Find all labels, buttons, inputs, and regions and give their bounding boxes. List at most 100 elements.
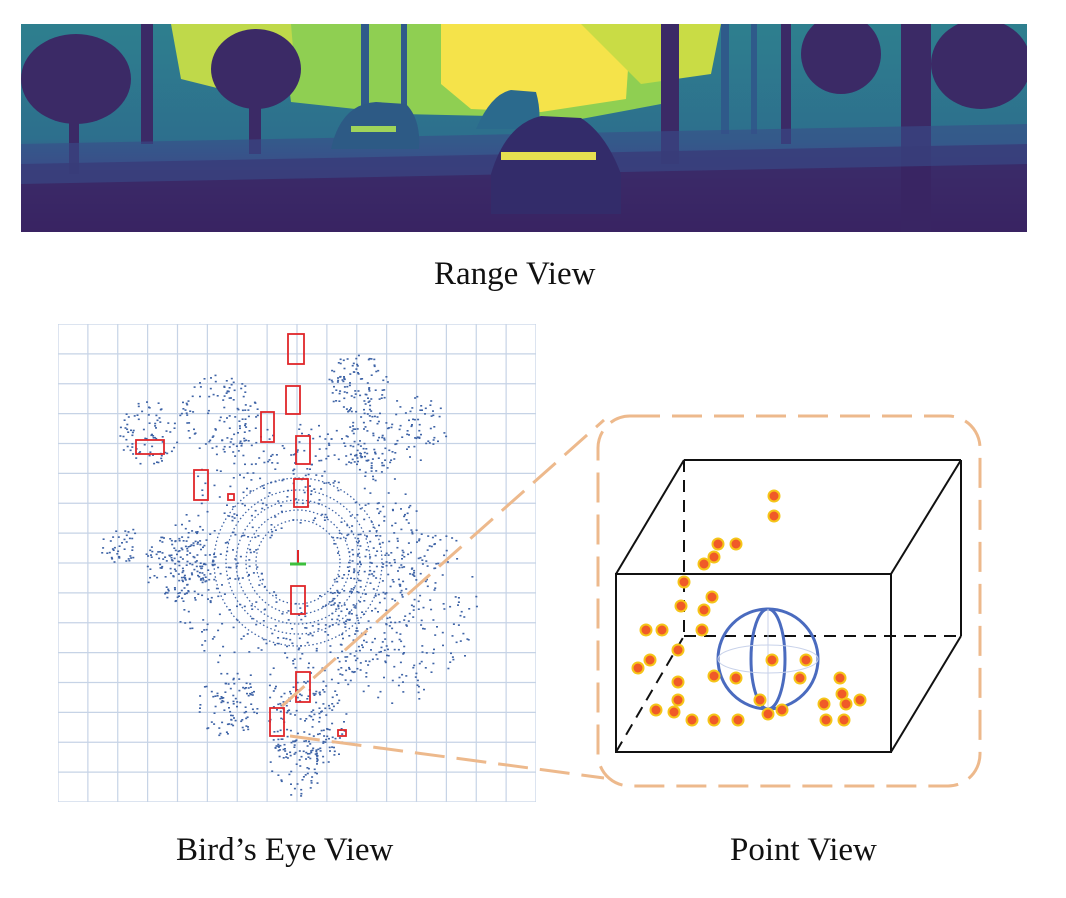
lidar-point [195, 565, 198, 568]
lidar-point [437, 440, 439, 443]
lidar-point [223, 512, 226, 514]
lidar-point [414, 397, 417, 399]
lidar-point [433, 589, 436, 591]
lidar-point [381, 641, 384, 643]
lidar-point [219, 553, 222, 555]
lidar-point [230, 714, 232, 717]
lidar-point [218, 734, 221, 737]
lidar-point [236, 407, 239, 410]
lidar-point [167, 588, 170, 591]
lidar-point [399, 661, 402, 664]
lidar-point [181, 571, 184, 574]
lidar-point [249, 551, 252, 554]
lidar-point [420, 405, 423, 407]
lidar-point [431, 536, 434, 539]
lidar-point [272, 706, 275, 708]
lidar-point [162, 558, 165, 560]
lidar-point [269, 696, 272, 699]
lidar-point [368, 660, 371, 663]
lidar-point [250, 479, 253, 481]
lidar-point [313, 713, 316, 716]
lidar-point [391, 508, 394, 511]
lidar-point [106, 552, 109, 554]
lidar-point [363, 442, 366, 445]
lidar-point [359, 394, 362, 397]
lidar-point [254, 402, 257, 404]
lidar-point [410, 551, 412, 554]
lidar-point [274, 747, 277, 749]
lidar-point [356, 363, 359, 366]
lidar-point [232, 703, 235, 705]
lidar-point [289, 692, 292, 695]
lidar-point [415, 579, 418, 581]
lidar-point [237, 450, 240, 452]
lidar-point [332, 705, 335, 708]
lidar-point [215, 587, 218, 590]
lidar-point [221, 721, 224, 724]
lidar-point [131, 537, 134, 540]
lidar-point [211, 638, 214, 640]
lidar-point [245, 687, 247, 689]
lidar-point [325, 685, 328, 687]
lidar-point [368, 357, 371, 360]
lidar-point [357, 645, 360, 648]
lidar-point [228, 707, 230, 709]
lidar-point [277, 749, 280, 752]
lidar-point [380, 397, 383, 399]
point [695, 623, 709, 637]
lidar-point [282, 701, 285, 703]
lidar-point [189, 627, 192, 630]
lidar-point [333, 746, 335, 749]
lidar-point [399, 633, 402, 635]
lidar-point [427, 535, 430, 537]
lidar-point [336, 618, 339, 621]
lidar-point [272, 739, 275, 741]
lidar-point [331, 618, 334, 621]
lidar-point [139, 462, 142, 465]
lidar-point [286, 735, 289, 738]
lidar-point [404, 513, 406, 516]
lidar-point [367, 685, 370, 687]
lidar-point [289, 729, 292, 732]
lidar-point [351, 525, 354, 527]
lidar-point [432, 439, 435, 441]
lidar-point [284, 652, 287, 654]
lidar-point [360, 563, 362, 566]
lidar-point [234, 578, 237, 580]
lidar-point [189, 562, 192, 565]
point [833, 671, 847, 685]
lidar-point [391, 640, 394, 643]
lidar-point [276, 709, 278, 711]
lidar-point [381, 464, 384, 467]
lidar-point [432, 443, 435, 445]
lidar-point [378, 601, 381, 604]
lidar-point [292, 469, 295, 472]
lidar-point [183, 587, 186, 589]
lidar-point [337, 377, 339, 379]
lidar-point [283, 743, 286, 746]
lidar-point [266, 428, 269, 431]
lidar-point [185, 514, 188, 516]
lidar-point [199, 695, 202, 697]
lidar-point [257, 535, 260, 537]
lidar-point [421, 559, 424, 561]
lidar-point [196, 532, 198, 535]
lidar-point [208, 395, 211, 398]
lidar-point [299, 765, 302, 767]
lidar-point [204, 482, 207, 485]
lidar-point [241, 534, 244, 537]
lidar-point [161, 441, 164, 443]
lidar-point [214, 374, 217, 377]
lidar-point [296, 732, 299, 735]
lidar-point [292, 660, 295, 662]
lidar-point [236, 562, 239, 564]
lidar-point [322, 729, 325, 732]
lidar-point [173, 446, 176, 449]
lidar-point [344, 623, 347, 625]
lidar-point [348, 666, 350, 669]
lidar-point [346, 358, 349, 360]
lidar-point [311, 726, 314, 728]
lidar-point [354, 393, 357, 395]
lidar-point [128, 559, 131, 562]
lidar-point [432, 652, 435, 654]
